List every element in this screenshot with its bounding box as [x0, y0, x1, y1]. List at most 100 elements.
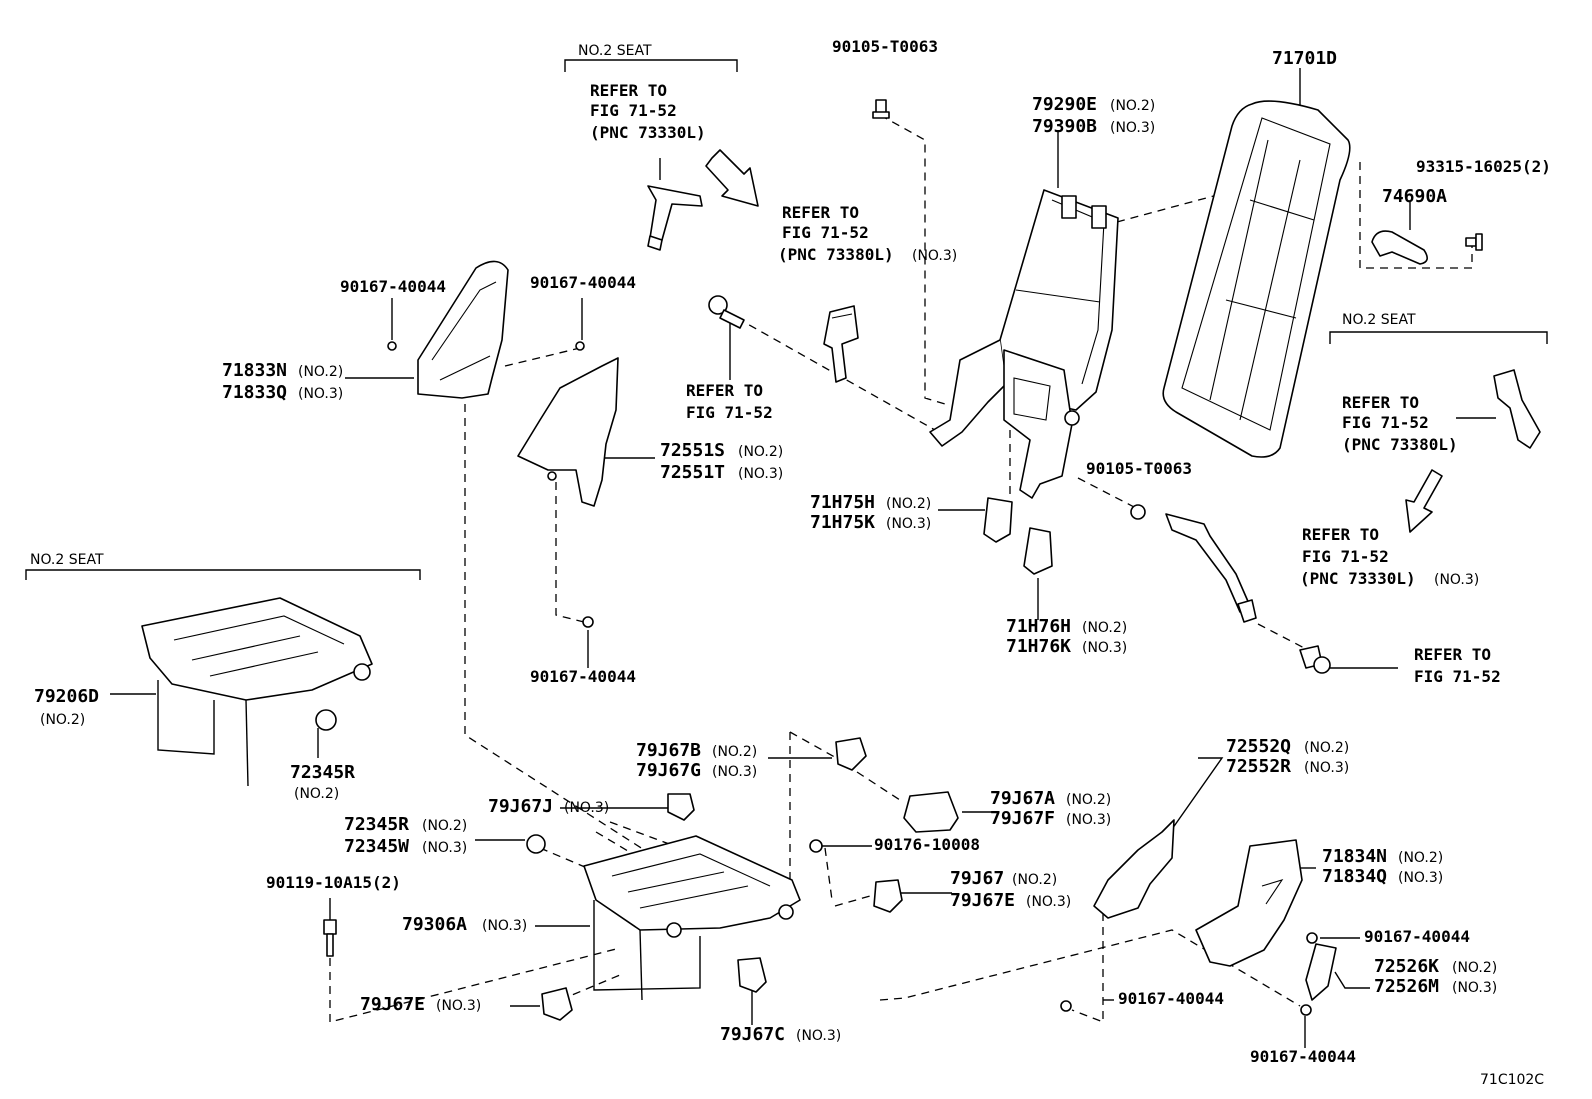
note-refer-1-l1: REFER TO — [590, 81, 667, 100]
cap-79J67 — [873, 879, 903, 913]
part-79J67G-suffix: (NO.3) — [712, 764, 757, 780]
note-refer-6-l1: REFER TO — [1414, 645, 1491, 664]
part-71H75H-suffix: (NO.2) — [886, 496, 931, 512]
parts-drawings — [141, 99, 1541, 1021]
cover-72552 — [1093, 819, 1175, 919]
part-79J67C-suffix: (NO.3) — [796, 1028, 841, 1044]
note-refer-4-l3: (PNC 73380L) — [1342, 435, 1458, 454]
note-refer-5-l1: REFER TO — [1302, 525, 1379, 544]
cover-71H75 — [983, 497, 1013, 543]
part-90167-b: 90167-40044 — [530, 273, 636, 292]
cover-71H76 — [1023, 527, 1053, 575]
clip-90167-f — [1300, 1004, 1312, 1016]
part-79J67B: 79J67B — [636, 740, 701, 761]
bushing-72345R — [526, 834, 546, 854]
note-refer-3-l1: REFER TO — [686, 381, 763, 400]
belt-buckle-73380L-right — [1493, 369, 1541, 449]
clip-90167-d — [1306, 932, 1318, 944]
part-79J67E-left-suffix: (NO.3) — [436, 998, 481, 1014]
clip-79J67J — [667, 793, 695, 821]
part-71833N: 71833N — [222, 360, 287, 381]
part-90105-top: 90105-T0063 — [832, 37, 938, 56]
part-79290E-suffix: (NO.2) — [1110, 98, 1155, 114]
note-refer-5-suffix: (NO.3) — [1434, 572, 1479, 588]
leader-lines — [25, 59, 1548, 1048]
cap-79J67E-left — [541, 987, 573, 1021]
part-79J67E-left: 79J67E — [360, 994, 425, 1015]
clip-90167-c — [582, 616, 594, 628]
note-no2-seat-top: NO.2 SEAT — [578, 43, 652, 59]
part-72345R: 72345R — [344, 814, 409, 835]
part-72552R-suffix: (NO.3) — [1304, 760, 1349, 776]
part-71701D: 71701D — [1272, 48, 1337, 69]
part-71833Q-suffix: (NO.3) — [298, 386, 343, 402]
part-72345R-top-suffix: (NO.2) — [294, 786, 339, 802]
part-93315: 93315-16025(2) — [1416, 157, 1551, 176]
part-72345W-suffix: (NO.3) — [422, 840, 467, 856]
part-72552Q-suffix: (NO.2) — [1304, 740, 1349, 756]
part-79J67J: 79J67J — [488, 796, 553, 817]
part-72345R-suffix: (NO.2) — [422, 818, 467, 834]
part-79206D-suffix: (NO.2) — [40, 712, 85, 728]
part-90167-f: 90167-40044 — [1250, 1047, 1356, 1066]
part-74690A: 74690A — [1382, 186, 1447, 207]
seatback-cushion-71701D — [1162, 100, 1351, 458]
part-71H76K: 71H76K — [1006, 636, 1071, 657]
note-refer-1-l3: (PNC 73330L) — [590, 123, 706, 142]
side-cover-71833 — [387, 260, 585, 399]
part-72551S-suffix: (NO.2) — [738, 444, 783, 460]
part-79206D: 79206D — [34, 686, 99, 707]
part-79J67F: 79J67F — [990, 808, 1055, 829]
cover-72551 — [517, 357, 619, 507]
bolt-refer-right — [1299, 645, 1331, 674]
part-72526K: 72526K — [1374, 956, 1439, 977]
labels: NO.2 SEAT REFER TO FIG 71-52 (PNC 73330L… — [30, 37, 1551, 1088]
part-79J67: 79J67 — [950, 868, 1004, 889]
part-71H75K-suffix: (NO.3) — [886, 516, 931, 532]
seat-belt-73330L — [1165, 513, 1257, 623]
part-72551T: 72551T — [660, 462, 725, 483]
bolt-refer-71-52 — [708, 295, 745, 329]
part-72526M-suffix: (NO.3) — [1452, 980, 1497, 996]
cap-79J67C — [737, 957, 767, 993]
note-refer-3-l2: FIG 71-52 — [686, 403, 773, 422]
part-79390B: 79390B — [1032, 116, 1097, 137]
part-72552R: 72552R — [1226, 756, 1291, 777]
part-71834N: 71834N — [1322, 846, 1387, 867]
part-71H75H: 71H75H — [810, 492, 875, 513]
note-refer-5-l3: (PNC 73330L) — [1300, 569, 1416, 588]
part-90167-d: 90167-40044 — [1364, 927, 1470, 946]
part-71833N-suffix: (NO.2) — [298, 364, 343, 380]
bolt-90105-top — [872, 99, 890, 119]
figure-code: 71C102C — [1480, 1072, 1544, 1088]
part-79306A: 79306A — [402, 914, 467, 935]
arrow-down-right — [705, 149, 759, 207]
note-refer-6-l2: FIG 71-52 — [1414, 667, 1501, 686]
clip-90176 — [809, 839, 823, 853]
seat-frame-79206D — [141, 597, 373, 787]
part-71834Q: 71834Q — [1322, 866, 1387, 887]
seat-frame-79306A — [583, 835, 801, 1001]
part-71833Q: 71833Q — [222, 382, 287, 403]
part-79J67G: 79J67G — [636, 760, 701, 781]
part-79J67-suffix: (NO.2) — [1012, 872, 1057, 888]
handle-74690A — [1371, 230, 1483, 265]
cover-71834 — [1195, 839, 1303, 967]
note-refer-2-l1: REFER TO — [782, 203, 859, 222]
part-90105-mid: 90105-T0063 — [1086, 459, 1192, 478]
cap-79J67A — [903, 791, 959, 833]
part-71834N-suffix: (NO.2) — [1398, 850, 1443, 866]
part-79J67A-suffix: (NO.2) — [1066, 792, 1111, 808]
note-refer-4-l2: FIG 71-52 — [1342, 413, 1429, 432]
part-71834Q-suffix: (NO.3) — [1398, 870, 1443, 886]
part-71H76H-suffix: (NO.2) — [1082, 620, 1127, 636]
part-79J67B-suffix: (NO.2) — [712, 744, 757, 760]
part-79J67F-suffix: (NO.3) — [1066, 812, 1111, 828]
part-79J67J-suffix: (NO.3) — [564, 800, 609, 816]
part-90167-c: 90167-40044 — [530, 667, 636, 686]
note-refer-4-l1: REFER TO — [1342, 393, 1419, 412]
part-79306A-suffix: (NO.3) — [482, 918, 527, 934]
clip-79J67B — [835, 737, 867, 771]
part-79J67C: 79J67C — [720, 1024, 785, 1045]
